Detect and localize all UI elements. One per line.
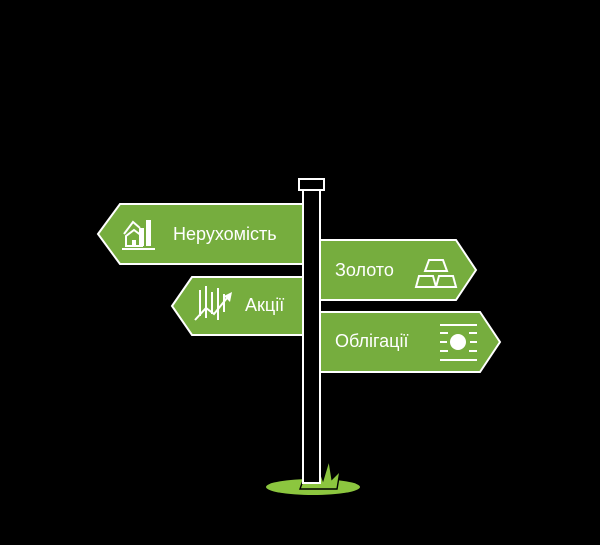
sign-stocks[interactable] xyxy=(170,276,304,336)
signpost-pole xyxy=(302,189,321,484)
sign-label-stocks: Акції xyxy=(245,295,285,315)
sign-label-bonds: Облігації xyxy=(335,331,409,351)
sign-gold[interactable] xyxy=(319,239,478,301)
signpost-cap xyxy=(298,178,325,191)
stock-chart-icon xyxy=(194,286,232,321)
gold-bars-icon xyxy=(414,259,458,288)
bond-certificate-icon xyxy=(440,324,477,361)
house-growth-chart-icon xyxy=(122,220,155,250)
sign-label-gold: Золото xyxy=(335,260,394,280)
sign-real-estate[interactable] xyxy=(96,203,304,265)
sign-label-real-estate: Нерухомість xyxy=(173,224,277,244)
sign-bonds[interactable] xyxy=(319,311,502,373)
